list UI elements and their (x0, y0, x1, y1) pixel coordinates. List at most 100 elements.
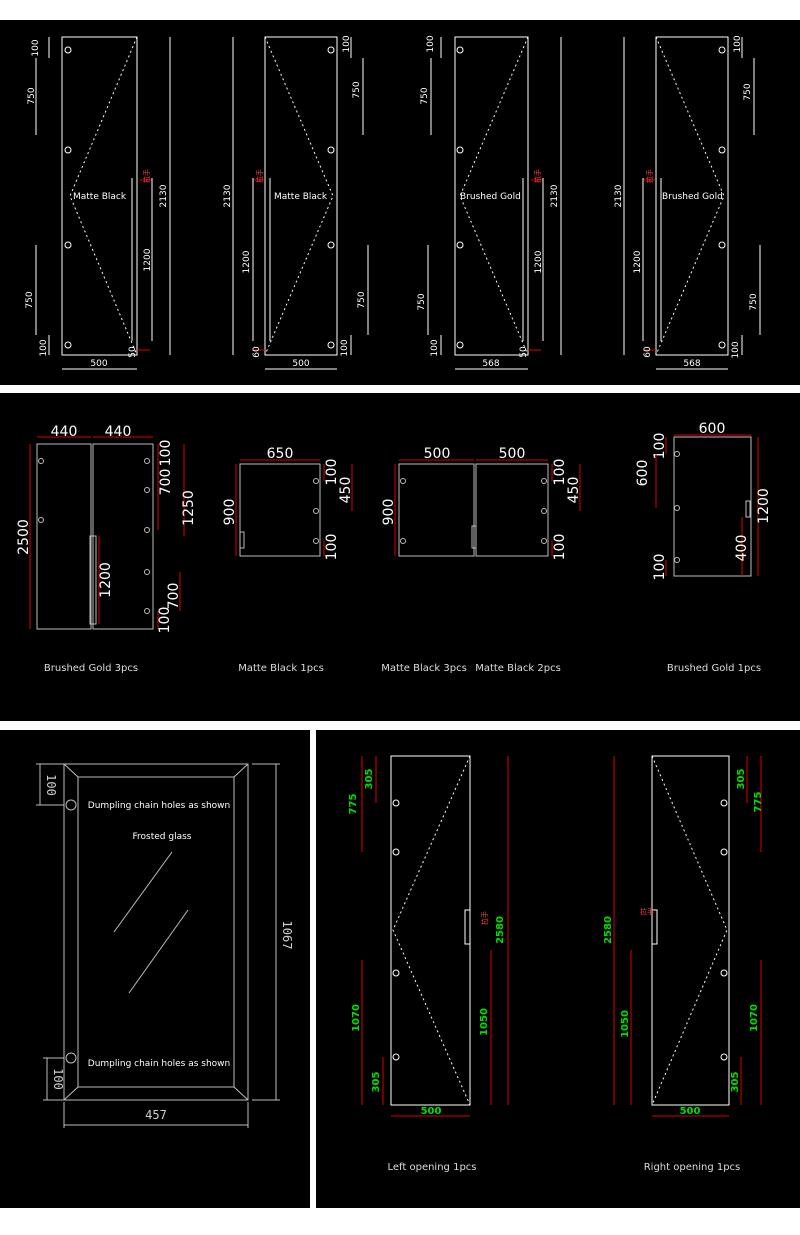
frame-note-bottom: Dumpling chain holes as shown (88, 1059, 230, 1069)
cabinet-a-height: 2500 (16, 519, 32, 555)
door-2-handle-off: 60 (252, 346, 262, 358)
door-1-top-gap: 750 (27, 87, 37, 104)
door-4-bottom-hinge: 100 (731, 341, 741, 358)
left-handle-note: 拉手 (480, 911, 489, 925)
panel-row3-right (316, 730, 800, 1208)
right-d305b: 305 (730, 1072, 741, 1093)
panel-row1 (0, 20, 800, 385)
door-4-handle-note: 拉手 (645, 169, 654, 183)
door-3-width: 568 (482, 359, 499, 369)
cabinet-c-caption-1: Matte Black 3pcs (381, 663, 467, 674)
frame-note-top: Dumpling chain holes as shown (88, 801, 230, 811)
right-d305a: 305 (736, 769, 747, 790)
door-1-handle: 1200 (143, 248, 153, 271)
right-width: 500 (680, 1106, 701, 1117)
cabinet-d-caption: Brushed Gold 1pcs (667, 663, 761, 674)
door-4-width: 568 (683, 359, 700, 369)
cabinet-d: 600 1200 100 600 400 100 Brushed Gold 1p… (635, 421, 772, 674)
cabinet-d-d100a: 100 (652, 433, 668, 460)
door-4-bottom-gap: 750 (749, 293, 759, 310)
right-d775: 775 (753, 792, 764, 813)
door-1-top-hinge: 100 (31, 39, 41, 56)
cabinet-c: 500 500 900 100 450 100 Matte Black 3pcs… (381, 446, 582, 674)
door-3-bottom-hinge: 100 (430, 339, 440, 356)
cabinet-a-caption: Brushed Gold 3pcs (44, 663, 138, 674)
left-d305a: 305 (364, 769, 375, 790)
door-2-handle: 1200 (242, 250, 252, 273)
cabinet-c-d100a: 100 (552, 459, 568, 486)
door-1-label: Matte Black (73, 192, 127, 202)
frame-top: 100 (44, 774, 58, 796)
cabinet-d-height: 1200 (756, 488, 772, 524)
cabinet-a-handle: 1200 (98, 562, 114, 598)
frame-note-glass: Frosted glass (133, 832, 192, 842)
door-4-top-gap: 750 (743, 83, 753, 100)
left-d2580: 2580 (495, 916, 506, 944)
door-3-handle-off: 50 (519, 346, 529, 358)
cabinet-a-w2: 440 (105, 424, 132, 440)
cabinet-a-d100b: 100 (157, 607, 173, 634)
cabinet-c-d450: 450 (566, 477, 582, 504)
cabinet-a-w1: 440 (51, 424, 78, 440)
cabinet-b-d450: 450 (338, 477, 354, 504)
door-3-height: 2130 (550, 184, 560, 207)
cabinet-b-d100a: 100 (324, 459, 340, 486)
door-1-handle-off: 50 (128, 346, 138, 358)
cabinet-c-d100b: 100 (552, 534, 568, 561)
panel-row2 (0, 393, 800, 721)
frame-height: 1067 (280, 921, 294, 950)
cabinet-d-d400: 400 (734, 535, 750, 562)
door-3-top-hinge: 100 (426, 35, 436, 52)
cabinet-b-caption: Matte Black 1pcs (238, 663, 324, 674)
frame-width: 457 (145, 1108, 167, 1122)
left-d305b: 305 (371, 1072, 382, 1093)
cabinet-b-width: 650 (267, 446, 294, 462)
right-caption: Right opening 1pcs (644, 1162, 741, 1173)
cabinet-a: 440 440 2500 100 700 1250 1200 700 100 B… (16, 424, 197, 674)
door-1-bottom-gap: 750 (25, 291, 35, 308)
door-2-handle-note: 拉手 (255, 169, 264, 183)
door-2-bottom-gap: 750 (357, 291, 367, 308)
door-4-handle: 1200 (633, 250, 643, 273)
cabinet-c-w1: 500 (424, 446, 451, 462)
door-2-width: 500 (292, 359, 309, 369)
cabinet-b-height: 900 (222, 499, 238, 526)
left-d1070: 1070 (351, 1004, 362, 1032)
door-1-bottom-hinge: 100 (39, 339, 49, 356)
door-4-handle-off: 60 (643, 346, 653, 358)
right-d1070: 1070 (749, 1004, 760, 1032)
cabinet-a-d100a: 100 (158, 440, 174, 467)
door-1-handle-note: 拉手 (142, 169, 151, 183)
framed-glass-door: 100 100 1067 457 Dumpling chain holes as… (36, 763, 294, 1128)
right-opening-door: 2580 1050 305 775 1070 305 500 拉手 Right … (603, 755, 764, 1173)
door-3-bottom-gap: 750 (417, 293, 427, 310)
door-4: Brushed Gold 拉手 2130 1200 60 100 750 750… (614, 35, 761, 370)
cabinet-d-width: 600 (699, 421, 726, 437)
left-caption: Left opening 1pcs (387, 1162, 476, 1173)
left-opening-door: 775 305 2580 1070 1050 305 500 拉手 Left o… (348, 755, 509, 1173)
door-3-handle: 1200 (534, 250, 544, 273)
left-width: 500 (421, 1106, 442, 1117)
door-1: Matte Black 拉手 100 750 2130 1200 750 100… (25, 36, 171, 370)
door-2-label: Matte Black (274, 192, 328, 202)
left-d775: 775 (348, 794, 359, 815)
cabinet-d-d600: 600 (635, 460, 651, 487)
door-3-top-gap: 750 (420, 87, 430, 104)
frame-bottom: 100 (51, 1068, 65, 1090)
right-d2580: 2580 (603, 916, 614, 944)
door-3-label: Brushed Gold (460, 192, 521, 202)
right-d1050: 1050 (620, 1010, 631, 1038)
door-3-handle-note: 拉手 (533, 169, 542, 183)
door-2-height: 2130 (223, 184, 233, 207)
door-1-height: 2130 (159, 184, 169, 207)
cabinet-b-d100b: 100 (324, 534, 340, 561)
door-2-top-gap: 750 (352, 81, 362, 98)
cabinet-c-w2: 500 (499, 446, 526, 462)
right-handle-note: 拉手 (640, 907, 654, 916)
door-3: Brushed Gold 拉手 100 750 2130 1200 750 10… (417, 35, 562, 370)
cabinet-c-height: 900 (381, 499, 397, 526)
cabinet-d-d100b: 100 (652, 554, 668, 581)
cabinet-a-d700a: 700 (158, 469, 174, 496)
door-1-width: 500 (90, 359, 107, 369)
